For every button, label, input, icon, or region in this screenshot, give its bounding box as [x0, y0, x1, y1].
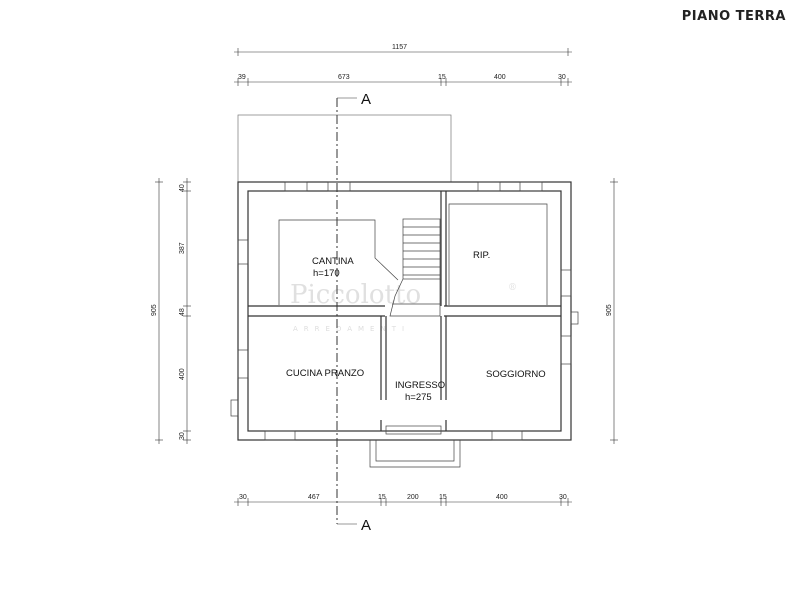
dim-bottom-7: 30	[559, 494, 567, 501]
dim-bottom-6: 400	[496, 494, 508, 501]
room-labels: CANTINA h=170 RIP. CUCINA PRANZO INGRESS…	[286, 250, 546, 403]
room-label-ingresso: INGRESSO	[395, 380, 445, 391]
section-label-top: A	[361, 91, 371, 108]
dim-top-4: 400	[494, 74, 506, 81]
windows	[230, 181, 579, 441]
page-title: PIANO TERRA	[681, 9, 786, 24]
room-label-rip: RIP.	[473, 250, 490, 261]
upper-outline	[237, 114, 452, 183]
dim-top-3: 15	[438, 74, 446, 81]
watermark-subtitle: ARREDAMENTI	[293, 325, 410, 333]
left-dimensions: 905 40 387 48 400 30	[151, 178, 191, 444]
dim-left-2: 387	[179, 242, 186, 254]
dim-top-2: 673	[338, 74, 350, 81]
staircase	[389, 218, 441, 317]
dim-right-total: 905	[606, 304, 613, 316]
dim-left-1: 40	[179, 184, 186, 192]
section-label-bottom: A	[361, 517, 371, 534]
dim-bottom-4: 200	[407, 494, 419, 501]
outer-walls	[237, 181, 572, 441]
dim-bottom-1: 30	[239, 494, 247, 501]
section-line: A A	[336, 91, 371, 534]
right-dimensions: 905	[606, 178, 618, 444]
dim-left-3: 48	[179, 308, 186, 316]
room-label-cantina: CANTINA	[312, 256, 354, 267]
entrance-porch	[369, 425, 461, 468]
dim-left-5: 30	[179, 432, 186, 440]
watermark-reg: ®	[508, 283, 517, 293]
dim-bottom-5: 15	[439, 494, 447, 501]
room-outlines	[278, 203, 548, 305]
dim-left-total: 905	[151, 304, 158, 316]
dim-left-4: 400	[179, 368, 186, 380]
dim-overall-top: 1157	[392, 44, 407, 51]
room-height-cantina: h=170	[313, 268, 340, 279]
dim-bottom-2: 467	[308, 494, 320, 501]
dim-top-5: 30	[558, 74, 566, 81]
top-dimensions: 1157 39 673 15 400 30	[234, 44, 572, 86]
room-height-ingresso: h=275	[405, 392, 432, 403]
room-label-soggiorno: SOGGIORNO	[486, 369, 546, 380]
watermark-logo: Piccolotto	[290, 280, 421, 310]
dim-top-1: 39	[238, 74, 246, 81]
dim-bottom-3: 15	[378, 494, 386, 501]
interior-walls	[248, 191, 561, 431]
bottom-dimensions: 30 467 15 200 15 400 30	[234, 494, 572, 506]
room-label-cucina: CUCINA PRANZO	[286, 368, 364, 379]
